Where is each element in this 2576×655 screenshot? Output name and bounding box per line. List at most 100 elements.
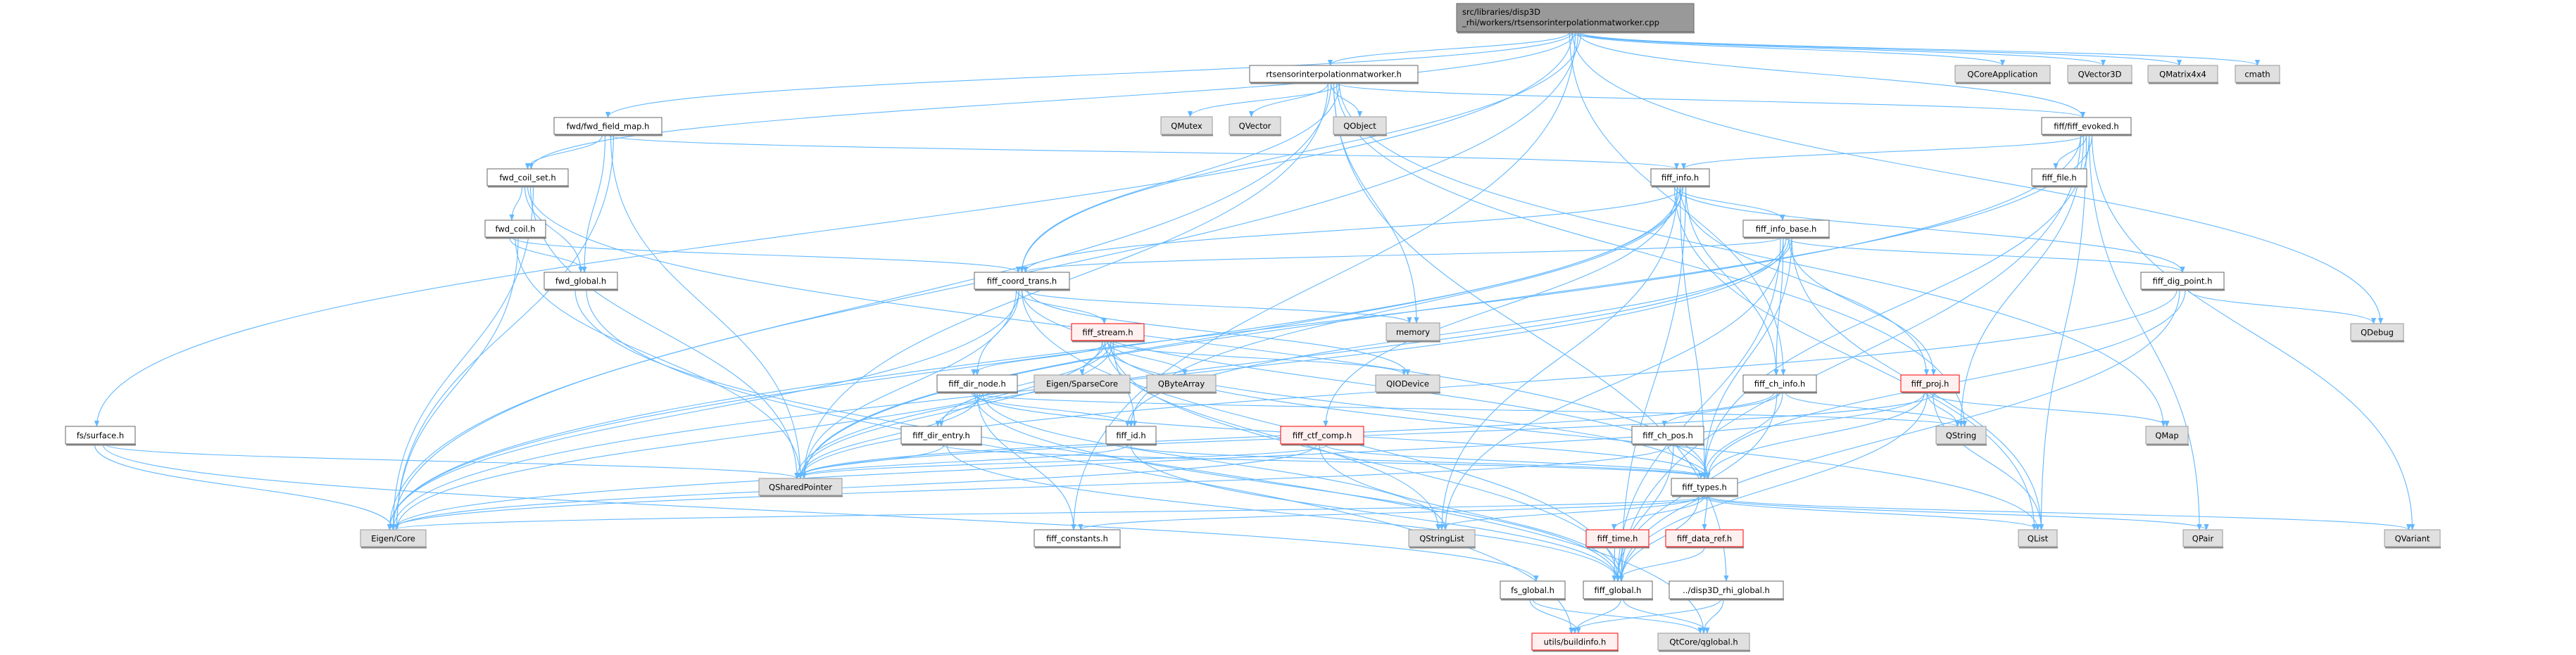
node-fiff-dig-point[interactable]: fiff_dig_point.h: [2140, 272, 2225, 291]
node-shadow: [1250, 82, 1419, 84]
node-main[interactable]: src/libraries/disp3D_rhi/workers/rtsenso…: [1456, 3, 1695, 34]
edge-fiff_evoked-to-EigenCore: [387, 134, 2082, 530]
node-label: QObject: [1343, 121, 1376, 131]
node-shadow: [1281, 444, 1364, 446]
node-fiff-dir-entry[interactable]: fiff_dir_entry.h: [900, 426, 982, 446]
node-fiff-proj[interactable]: fiff_proj.h: [1900, 374, 1960, 394]
node-shadow: [2149, 82, 2218, 84]
node-fwd-field-map[interactable]: fwd/fwd_field_map.h: [553, 117, 662, 136]
edge-fiff_info-to-fiff_proj: [1679, 186, 1930, 376]
node-fiff-ch-info[interactable]: fiff_ch_info.h: [1742, 374, 1817, 394]
node-shadow: [1744, 237, 1830, 239]
node-fiff-dir-node[interactable]: fiff_dir_node.h: [936, 374, 1018, 394]
node-cmath: cmath: [2235, 65, 2280, 84]
node-label: fiff_dir_entry.h: [912, 431, 970, 440]
edge-fiff_coord_trans-to-fiff_stream: [1015, 289, 1107, 324]
node-qvector3d: QVector3D: [2067, 65, 2132, 84]
edge-fiff_types-to-QPair: [1704, 495, 2209, 530]
node-fiff-info-base[interactable]: fiff_info_base.h: [1742, 220, 1830, 239]
node-qobject: QObject: [1333, 116, 1387, 136]
node-shadow: [1587, 547, 1650, 549]
node-shadow: [2236, 82, 2280, 84]
node-fiff-stream[interactable]: fiff_stream.h: [1071, 323, 1145, 343]
node-fiff-global[interactable]: fiff_global.h: [1583, 580, 1653, 601]
node-label: fwd/fwd_field_map.h: [567, 122, 650, 132]
node-memory: memory: [1386, 322, 1440, 343]
node-fiff-file[interactable]: fiff_file.h: [2031, 168, 2087, 188]
node-buildinfo[interactable]: utils/buildinfo.h: [1531, 632, 1619, 652]
node-fiff-id[interactable]: fiff_id.h: [1105, 426, 1157, 446]
node-disp3d-global[interactable]: ../disp3D_rhi_global.h: [1669, 580, 1784, 601]
edge-fiff_id-to-QSharedPointer: [794, 444, 1129, 479]
node-fiff-coord-trans[interactable]: fiff_coord_trans.h: [974, 272, 1070, 291]
edge-fiff_proj-to-QList: [1932, 392, 2044, 530]
node-box: [1531, 632, 1619, 651]
node-shadow: [545, 289, 618, 291]
edge-fiff_info-to-fiff_ch_info: [1685, 186, 1779, 376]
node-label: QString: [1946, 431, 1976, 440]
node-fiff-ch-pos[interactable]: fiff_ch_pos.h: [1631, 426, 1704, 446]
node-fwd-coil-set[interactable]: fwd_coil_set.h: [486, 168, 569, 188]
node-box: [1333, 116, 1387, 135]
node-shadow: [2385, 547, 2441, 549]
node-shadow: [1457, 32, 1695, 34]
node-box: [1665, 529, 1744, 547]
node-box: [1408, 529, 1476, 547]
node-label: fiff_ctf_comp.h: [1293, 431, 1352, 440]
node-label: QDebug: [2361, 328, 2394, 338]
node-box: [1280, 426, 1364, 445]
edge-fiff_stream-to-fiff_dir_node: [971, 341, 1109, 376]
edge-fiff_types-to-QList: [1701, 495, 2040, 530]
edge-fiff_info_base-to-fiff_global: [1615, 237, 1781, 582]
edge-fiff_types-to-fiff_global: [1619, 495, 1699, 582]
node-label: QVariant: [2395, 534, 2430, 544]
node-fwd-coil[interactable]: fwd_coil.h: [484, 220, 546, 239]
edge-fiff_evoked-to-fiff_file: [2053, 134, 2087, 170]
node-fiff-constants[interactable]: fiff_constants.h: [1033, 529, 1121, 549]
node-fs-surface[interactable]: fs/surface.h: [65, 426, 136, 446]
node-fiff-data-ref[interactable]: fiff_data_ref.h: [1665, 529, 1744, 549]
edge-main-to-rtworker: [1328, 32, 1571, 66]
node-label: QCoreApplication: [1968, 70, 2038, 80]
edge-rtworker-to-QString: [1336, 82, 1968, 427]
edge-fwd_field_map-to-fiff_info: [607, 134, 1679, 170]
edge-fiff_info-to-QSharedPointer: [801, 186, 1681, 479]
edge-fiff_types-to-QStringList: [1435, 495, 1699, 530]
edge-fwd_global-to-qglobal: [574, 289, 1707, 634]
node-fiff-types[interactable]: fiff_types.h: [1671, 478, 1738, 497]
node-fs-global[interactable]: fs_global.h: [1500, 580, 1566, 601]
edge-fiff_proj-to-fiff_types: [1705, 392, 1925, 479]
node-shadow: [1937, 444, 1987, 446]
node-box: [486, 168, 569, 186]
node-label: fiff_stream.h: [1082, 328, 1133, 338]
edge-fiff_ch_pos-to-fiff_global: [1615, 444, 1674, 582]
edge-fiff_info-to-fiff_global: [1619, 186, 1687, 582]
node-shadow: [2042, 134, 2132, 136]
node-eigensparsecore: Eigen/SparseCore: [1033, 374, 1131, 394]
node-box: [1631, 426, 1704, 445]
edge-fiff_info-to-fiff_info_base: [1676, 186, 1785, 221]
node-shadow: [975, 289, 1070, 291]
node-box: [2384, 529, 2441, 547]
node-shadow: [1387, 341, 1440, 343]
node-box: [1954, 65, 2051, 83]
edge-fiff_id-to-fiff_types: [1124, 444, 1711, 479]
node-fiff-info[interactable]: fiff_info.h: [1650, 168, 1710, 188]
node-fwd-global[interactable]: fwd_global.h: [544, 272, 618, 291]
edge-fiff_ctf_comp-to-EigenCore: [391, 444, 1317, 530]
node-fiff-evoked[interactable]: fiff/fiff_evoked.h: [2041, 117, 2132, 136]
edge-main-to-cmath: [1569, 32, 2260, 66]
node-fiff-ctf-comp[interactable]: fiff_ctf_comp.h: [1280, 426, 1364, 446]
node-rtworker[interactable]: rtsensorinterpolationmatworker.h: [1249, 65, 1419, 84]
node-box: [2350, 323, 2404, 341]
node-qstring: QString: [1935, 426, 1987, 446]
edge-fiff_id-to-fiff_global: [1130, 444, 1621, 582]
node-label: fs/surface.h: [77, 431, 124, 440]
node-fiff-time[interactable]: fiff_time.h: [1585, 529, 1650, 549]
node-label: src/libraries/disp3D_rhi/workers/rtsenso…: [1462, 7, 1659, 27]
node-shadow: [1584, 599, 1653, 601]
node-box: [1900, 374, 1960, 393]
node-shadow: [1334, 134, 1387, 136]
node-qmutex: QMutex: [1160, 116, 1213, 136]
node-shadow: [1148, 392, 1217, 394]
